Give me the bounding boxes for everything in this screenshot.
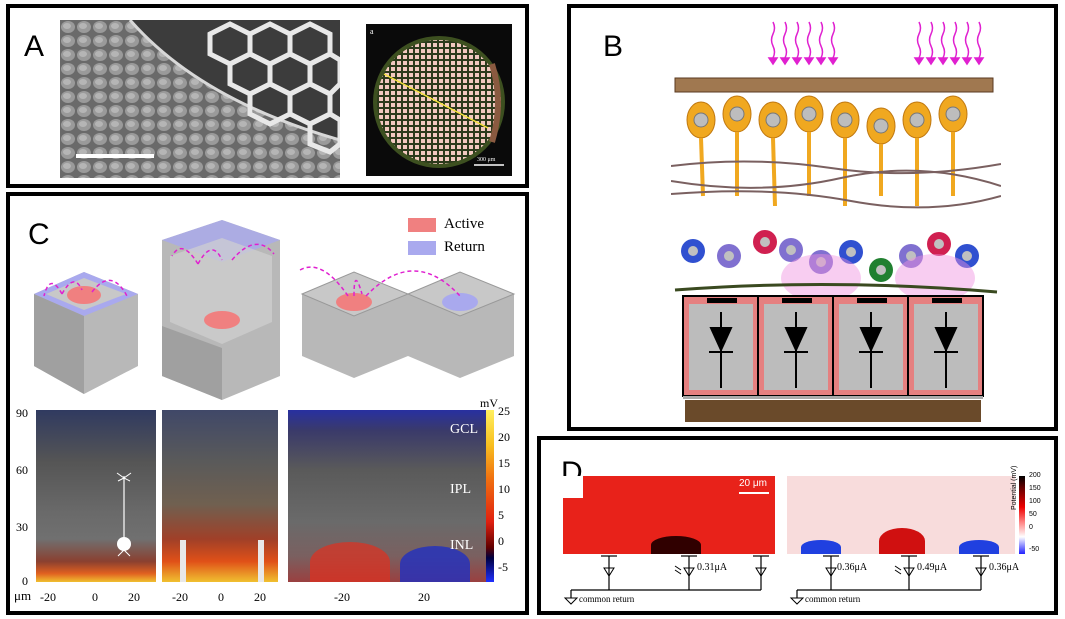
light-arrows-icon bbox=[767, 21, 985, 66]
legend-active-swatch bbox=[408, 217, 436, 232]
panel-b-retina-diagram bbox=[671, 21, 1001, 422]
colorbar-tick-10: 10 bbox=[498, 482, 510, 496]
colorbar-c bbox=[486, 410, 494, 582]
y-tick-90: 90 bbox=[16, 406, 28, 420]
panel-b: B bbox=[567, 4, 1058, 431]
double-hex-electrode bbox=[299, 266, 516, 378]
circuit-diagram: 0.31μA 0.36μA 0.49μA 0.36μA common retur… bbox=[563, 555, 1020, 605]
panel-a-inset-letter: a bbox=[370, 27, 374, 36]
x-unit-label: μm bbox=[14, 588, 32, 603]
colorbar-tick-15: 15 bbox=[498, 456, 510, 470]
pillar-wall-left bbox=[180, 540, 186, 582]
x-tick-1c: 20 bbox=[128, 590, 140, 604]
legend-active-label: Active bbox=[444, 216, 484, 232]
x-tick-2c: 20 bbox=[254, 590, 266, 604]
scale-bar bbox=[739, 492, 769, 494]
return-blob bbox=[400, 546, 470, 582]
legend: Active Return bbox=[408, 216, 485, 256]
legend-return: Return bbox=[408, 239, 485, 256]
colorbar-d bbox=[1019, 476, 1025, 554]
colorbar-d-tick-50: 50 bbox=[1029, 511, 1037, 518]
colorbar-d-tick-100: 100 bbox=[1029, 498, 1041, 505]
layer-gcl: GCL bbox=[450, 422, 478, 437]
photoreceptor-cells bbox=[686, 95, 968, 145]
colorbar-tick-neg5: -5 bbox=[498, 560, 508, 574]
field-map-left-hotspot bbox=[651, 536, 701, 554]
common-return-left: common return bbox=[579, 594, 635, 604]
heatmap-flat bbox=[36, 410, 156, 582]
colorbar-d-tick-150: 150 bbox=[1029, 485, 1041, 492]
legend-return-swatch bbox=[408, 240, 436, 255]
x-tick-2b: 0 bbox=[218, 590, 224, 604]
pillar-hex-electrode bbox=[162, 220, 280, 400]
panel-c: C Active Return bbox=[6, 192, 529, 615]
colorbar-d-tick-0: 0 bbox=[1029, 524, 1033, 531]
legend-return-label: Return bbox=[444, 239, 485, 255]
y-tick-30: 30 bbox=[16, 520, 28, 534]
layer-inl: INL bbox=[450, 538, 474, 553]
colorbar-d-title: Potential (mV) bbox=[1011, 465, 1018, 510]
current-left: 0.31μA bbox=[697, 562, 728, 573]
colorbar-tick-20: 20 bbox=[498, 430, 510, 444]
field-map-right-return-right bbox=[959, 540, 999, 554]
layer-ipl: IPL bbox=[450, 482, 471, 497]
panel-b-label: B bbox=[603, 30, 624, 63]
panel-a-scale-label: 300 μm bbox=[477, 157, 496, 163]
colorbar-tick-0: 0 bbox=[498, 534, 504, 548]
panel-c-electrode-schematics bbox=[34, 220, 516, 400]
current-right-3: 0.36μA bbox=[989, 562, 1020, 573]
panel-a-array-image: a 300 μm bbox=[366, 24, 512, 176]
panel-a-label: A bbox=[24, 30, 45, 63]
y-tick-0: 0 bbox=[22, 574, 28, 588]
current-right-2: 0.49μA bbox=[917, 562, 948, 573]
colorbar-tick-5: 5 bbox=[498, 508, 504, 522]
neuron-icon bbox=[116, 472, 132, 557]
photodiode-array bbox=[682, 295, 984, 397]
flat-hex-electrode bbox=[34, 272, 138, 394]
pillar-wall-right bbox=[258, 540, 264, 582]
common-return-right: common return bbox=[805, 594, 861, 604]
panel-a-sem-image bbox=[60, 20, 340, 178]
field-map-right-hotspot bbox=[879, 528, 925, 554]
x-tick-1b: 0 bbox=[92, 590, 98, 604]
x-tick-3a: -20 bbox=[334, 590, 350, 604]
panel-a: A bbox=[6, 4, 529, 188]
colorbar-unit: mV bbox=[480, 396, 498, 410]
field-map-left-notch bbox=[563, 476, 583, 498]
x-tick-3b: 20 bbox=[418, 590, 430, 604]
x-tick-1a: -20 bbox=[40, 590, 56, 604]
panel-c-label: C bbox=[28, 218, 50, 251]
field-map-right-return-left bbox=[801, 540, 841, 554]
legend-active: Active bbox=[408, 216, 485, 233]
x-tick-2a: -20 bbox=[172, 590, 188, 604]
colorbar-d-tick-200: 200 bbox=[1029, 472, 1041, 479]
active-blob bbox=[310, 542, 390, 582]
y-tick-60: 60 bbox=[16, 463, 28, 477]
scale-label: 20 μm bbox=[739, 478, 767, 489]
panel-d: D 20 μm 200 150 100 50 0 -50 Potential (… bbox=[537, 436, 1058, 615]
colorbar-d-tick-neg50: -50 bbox=[1029, 546, 1040, 553]
colorbar-tick-25: 25 bbox=[498, 404, 510, 418]
current-right-1: 0.36μA bbox=[837, 562, 868, 573]
